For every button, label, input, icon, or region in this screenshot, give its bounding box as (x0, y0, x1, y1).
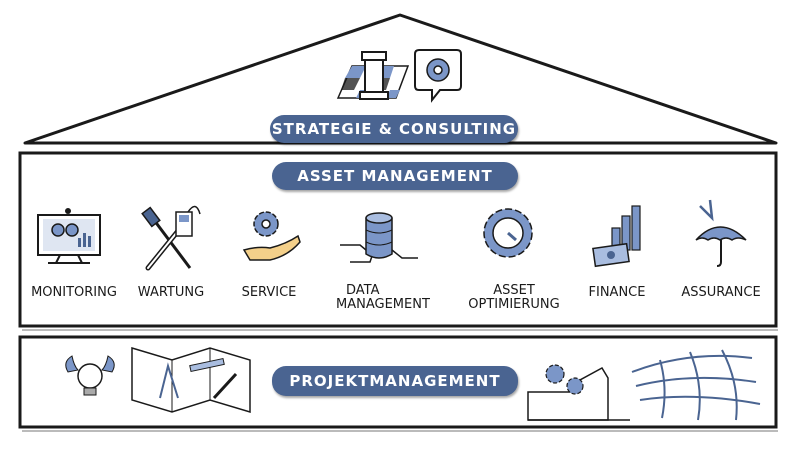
label-data-management-line2: MANAGEMENT (336, 297, 430, 312)
database-icon (340, 212, 418, 263)
label-finance: FINANCE (588, 285, 646, 300)
umbrella-icon (695, 199, 747, 267)
label-wartung: WARTUNG (137, 285, 205, 300)
label-assurance: ASSURANCE (681, 285, 761, 300)
gear-speech-bubble-icon (414, 49, 462, 103)
chess-strategy-icon (336, 51, 410, 100)
gauge-gear-icon (483, 208, 533, 258)
strategy-consulting-title: STRATEGIE & CONSULTING (270, 115, 518, 143)
asset-management-title: ASSET MANAGEMENT (272, 162, 518, 190)
monitor-icon (37, 208, 101, 264)
label-data-management: DATA MANAGEMENT (336, 284, 432, 312)
blueprint-map-icon (131, 346, 251, 414)
label-asset-optimierung-line1: ASSET (493, 283, 535, 298)
label-asset-optimierung: ASSET OPTIMIERUNG (466, 284, 562, 312)
tools-icon (141, 205, 201, 271)
grid-road-icon (631, 349, 761, 421)
label-asset-optimierung-line2: OPTIMIERUNG (468, 297, 560, 312)
project-management-title: PROJEKTMANAGEMENT (272, 366, 518, 396)
label-data-management-line1: DATA (346, 283, 380, 298)
gear-hand-icon (242, 211, 301, 261)
lightbulb-icon (65, 355, 115, 396)
label-monitoring: MONITORING (31, 285, 117, 300)
gears-factory-icon (527, 364, 630, 421)
money-chart-icon (592, 205, 641, 268)
label-service: SERVICE (241, 285, 297, 300)
